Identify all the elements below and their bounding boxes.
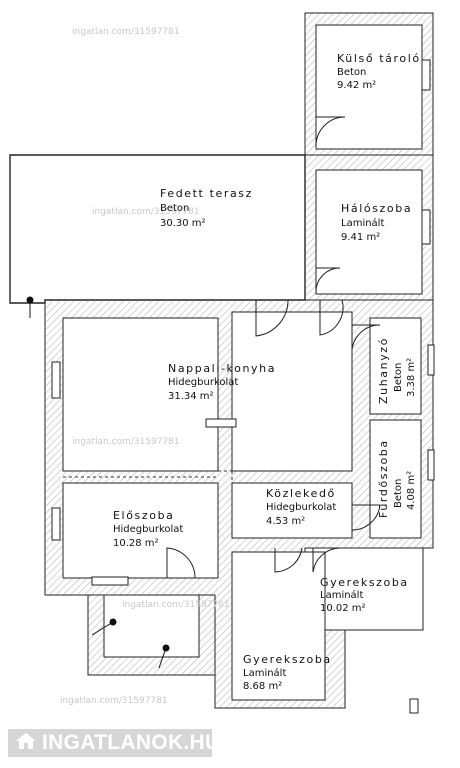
room-material-nappali: Hidegburkolat xyxy=(168,377,239,388)
room-material-gyerek2: Laminált xyxy=(243,668,287,679)
room-area-furdo: 4.08 m² xyxy=(406,470,417,510)
room-area-zuhanyzo: 3.38 m² xyxy=(406,357,417,397)
room-name-kulso-tarolo: Külső tároló xyxy=(337,52,421,65)
entrance-porch xyxy=(87,594,216,676)
room-area-kozleked: 4.53 m² xyxy=(266,516,306,527)
room-area-halo: 9.41 m² xyxy=(341,232,381,243)
door-halo xyxy=(315,267,341,293)
room-furdo xyxy=(369,419,422,539)
room-konyha xyxy=(231,311,353,472)
doors xyxy=(166,116,381,579)
door-zuhanyzo xyxy=(351,324,381,351)
room-area-eloszoba: 10.28 m² xyxy=(113,538,159,549)
room-area-gyerek1: 10.02 m² xyxy=(320,603,366,614)
room-material-kulso-tarolo: Beton xyxy=(337,67,367,78)
watermark: ingatlan.com/31597781 xyxy=(92,207,200,217)
room-eloszoba xyxy=(62,482,219,579)
room-material-zuhanyzo: Beton xyxy=(393,362,404,392)
door-gyerek1 xyxy=(274,547,303,573)
room-name-gyerek1: Gyerekszoba xyxy=(320,576,409,589)
room-name-zuhanyzo: Zuhanyzó xyxy=(377,336,390,404)
room-area-nappali: 31.34 m² xyxy=(168,391,214,402)
room-kozleked xyxy=(231,482,353,539)
room-name-halo: Hálószoba xyxy=(341,202,413,215)
door-nappali xyxy=(255,299,289,337)
logo-text: INGATLANOK.HU xyxy=(42,731,221,754)
watermark: ingatlan.com/31597781 xyxy=(122,600,230,610)
room-material-terasz: Beton xyxy=(160,203,190,214)
room-material-furdo: Beton xyxy=(393,478,404,508)
room-name-eloszoba: Előszoba xyxy=(113,509,175,522)
door-halo-bottom xyxy=(319,299,344,336)
room-name-furdo: Fürdőszoba xyxy=(377,439,390,518)
room-gyerek2 xyxy=(231,551,326,701)
watermark: ingatlan.com/31597781 xyxy=(72,27,180,37)
room-material-eloszoba: Hidegburkolat xyxy=(113,524,184,535)
house-icon xyxy=(14,731,38,755)
room-nappali xyxy=(62,317,219,472)
room-material-kozleked: Hidegburkolat xyxy=(266,502,337,513)
room-name-terasz: Fedett terasz xyxy=(160,187,254,200)
terrace-outline xyxy=(9,154,306,304)
room-zuhanyzo xyxy=(369,317,422,415)
room-name-kozleked: Közlekedő xyxy=(266,487,336,500)
porch-markers xyxy=(26,296,170,669)
windows xyxy=(51,59,435,714)
watermark: ingatlan.com/31597781 xyxy=(60,696,168,706)
room-name-gyerek2: Gyerekszoba xyxy=(243,653,332,666)
room-area-gyerek2: 8.68 m² xyxy=(243,681,283,692)
room-name-nappali: Nappali-konyha xyxy=(168,362,277,375)
wall-main-house xyxy=(44,299,434,709)
door-kulso-tarolo xyxy=(315,116,346,147)
room-area-terasz: 30.30 m² xyxy=(160,218,206,229)
door-furdo xyxy=(351,504,381,531)
ingatlanok-logo: INGATLANOK.HU xyxy=(8,729,220,757)
room-area-kulso-tarolo: 9.42 m² xyxy=(337,80,377,91)
door-eloszoba xyxy=(166,547,196,579)
room-material-gyerek1: Laminált xyxy=(320,590,364,601)
watermark: ingatlan.com/31597781 xyxy=(72,437,180,447)
door-gyerek2 xyxy=(312,547,341,573)
room-material-halo: Laminált xyxy=(341,218,385,229)
